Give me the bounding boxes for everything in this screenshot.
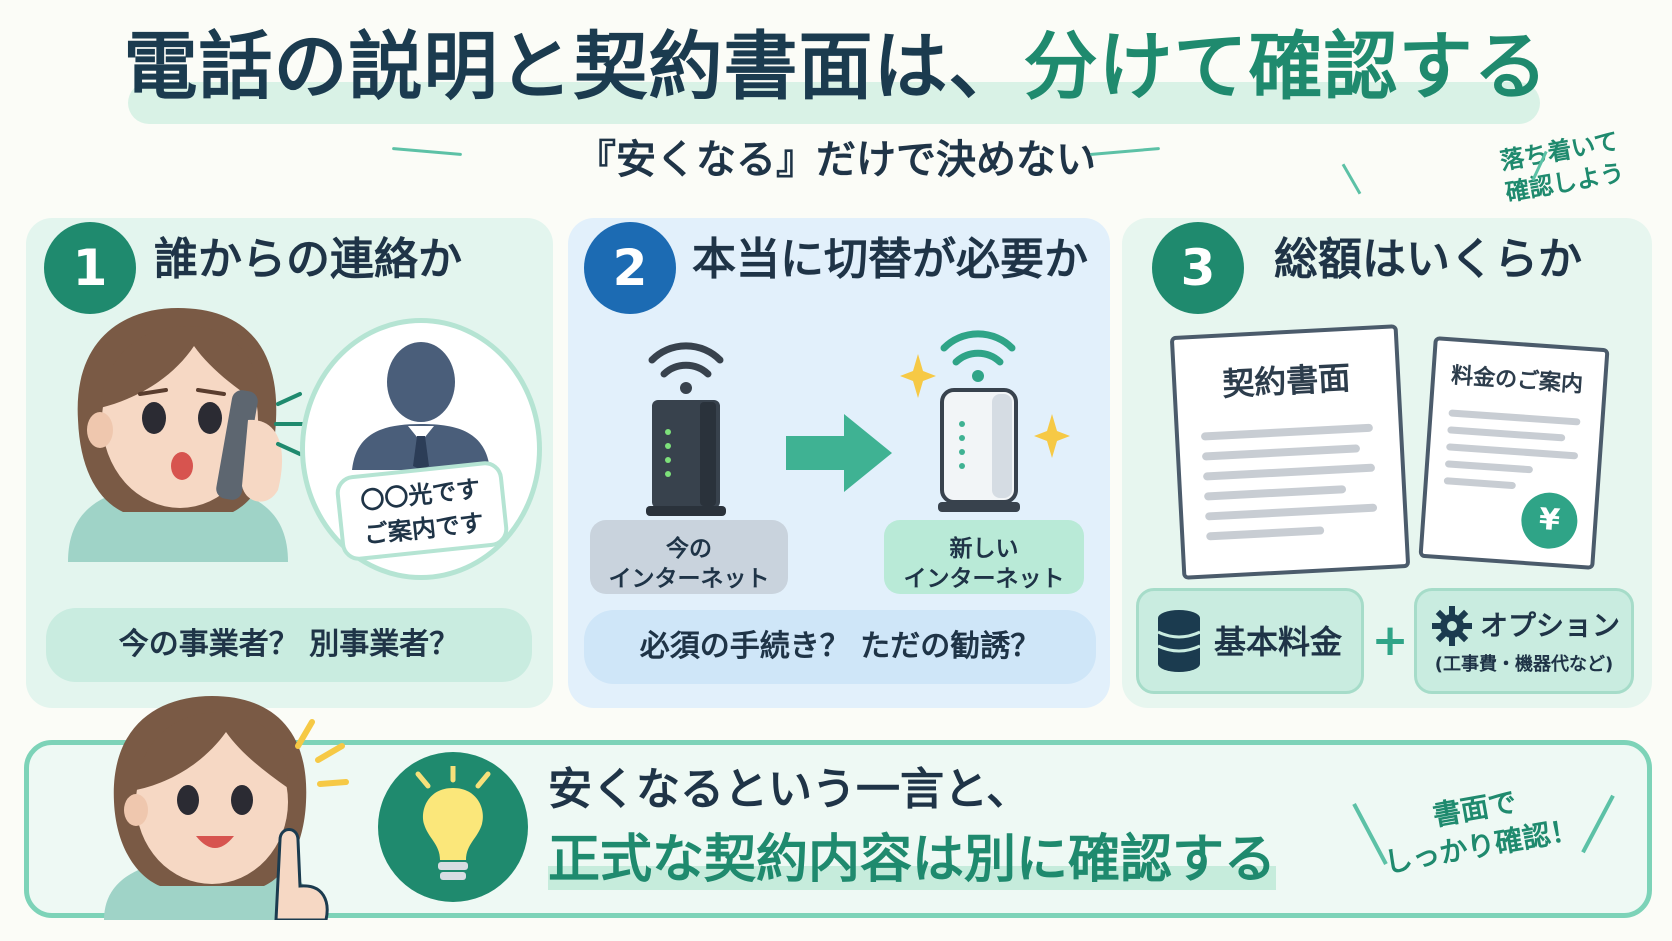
new-internet-label: 新しい インターネット	[884, 520, 1084, 594]
contract-document-title: 契約書面	[1221, 358, 1352, 404]
document-line	[1200, 423, 1374, 441]
panel-3-number: 3	[1152, 222, 1244, 314]
wifi-signal-icon-new	[940, 330, 1016, 382]
document-line	[1201, 444, 1361, 461]
caller-silhouette-icon	[352, 342, 490, 470]
panel-2-number: 2	[584, 222, 676, 314]
plus-sign: +	[1371, 615, 1409, 666]
document-line	[1204, 485, 1347, 501]
attention-lines-icon	[295, 719, 349, 787]
new-internet-line-1: 新しい	[949, 536, 1019, 562]
sparkle-icon-left	[900, 354, 936, 398]
option-fee-label: オプション	[1480, 609, 1621, 642]
document-line	[1446, 443, 1579, 460]
current-internet-line-2: インターネット	[608, 566, 770, 592]
title-part-2: 分けて確認する	[1023, 24, 1549, 110]
panel-1-number: 1	[44, 222, 136, 314]
panel-2-title: 本当に切替が必要か	[692, 234, 1088, 285]
panel-3-title: 総額はいくらか	[1274, 234, 1582, 285]
title-highlight-bar	[128, 82, 1540, 124]
panel-1-title: 誰からの連絡か	[154, 234, 462, 285]
fee-guide-document-title: 料金のご案内	[1450, 363, 1584, 398]
woman-on-phone-illustration	[68, 308, 288, 562]
switch-arrow-icon	[786, 414, 892, 492]
lightbulb-icon	[415, 766, 491, 880]
document-line	[1447, 426, 1566, 442]
yen-icon: ¥	[1519, 490, 1580, 551]
document-line	[1443, 477, 1516, 490]
summary-line-1: 安くなるという一言と、	[548, 764, 1031, 815]
wifi-signal-icon-current	[648, 342, 724, 394]
caller-speech-text: 〇〇光です ご案内です	[333, 459, 511, 563]
current-router-icon	[646, 400, 726, 516]
option-fee-detail: (工事費・機器代など)	[1434, 654, 1614, 675]
fee-guide-document: 料金のご案内 ¥	[1418, 336, 1610, 570]
document-line	[1206, 526, 1325, 541]
document-line	[1202, 463, 1376, 481]
document-line	[1444, 460, 1534, 474]
subtitle: 『安くなる』だけで決めない	[576, 137, 1096, 183]
page-title: 電話の説明と契約書面は、分けて確認する	[0, 22, 1672, 112]
basic-fee-label: 基本料金	[1214, 623, 1343, 661]
summary-line-2: 正式な契約内容は別に確認する	[548, 826, 1277, 894]
sparkle-icon-right	[1034, 414, 1070, 458]
coin-stack-icon	[1157, 610, 1201, 672]
title-part-1: 電話の説明と契約書面は、	[123, 24, 1024, 110]
panel-1-question: 今の事業者？ 別事業者？	[46, 608, 532, 682]
summary-line-2-text: 正式な契約内容は別に確認する	[548, 830, 1277, 890]
gear-icon	[1432, 606, 1472, 646]
current-internet-line-1: 今の	[666, 536, 712, 562]
new-internet-line-2: インターネット	[903, 566, 1065, 592]
phone-ringing-lines-icon	[274, 392, 304, 456]
current-internet-label: 今の インターネット	[590, 520, 788, 594]
document-line	[1205, 503, 1378, 521]
new-router-icon	[938, 388, 1020, 512]
document-line	[1448, 409, 1581, 426]
contract-document: 契約書面	[1169, 324, 1411, 580]
panel-2-question: 必須の手続き？ ただの勧誘？	[584, 610, 1096, 684]
woman-pointing-illustration	[104, 696, 329, 920]
